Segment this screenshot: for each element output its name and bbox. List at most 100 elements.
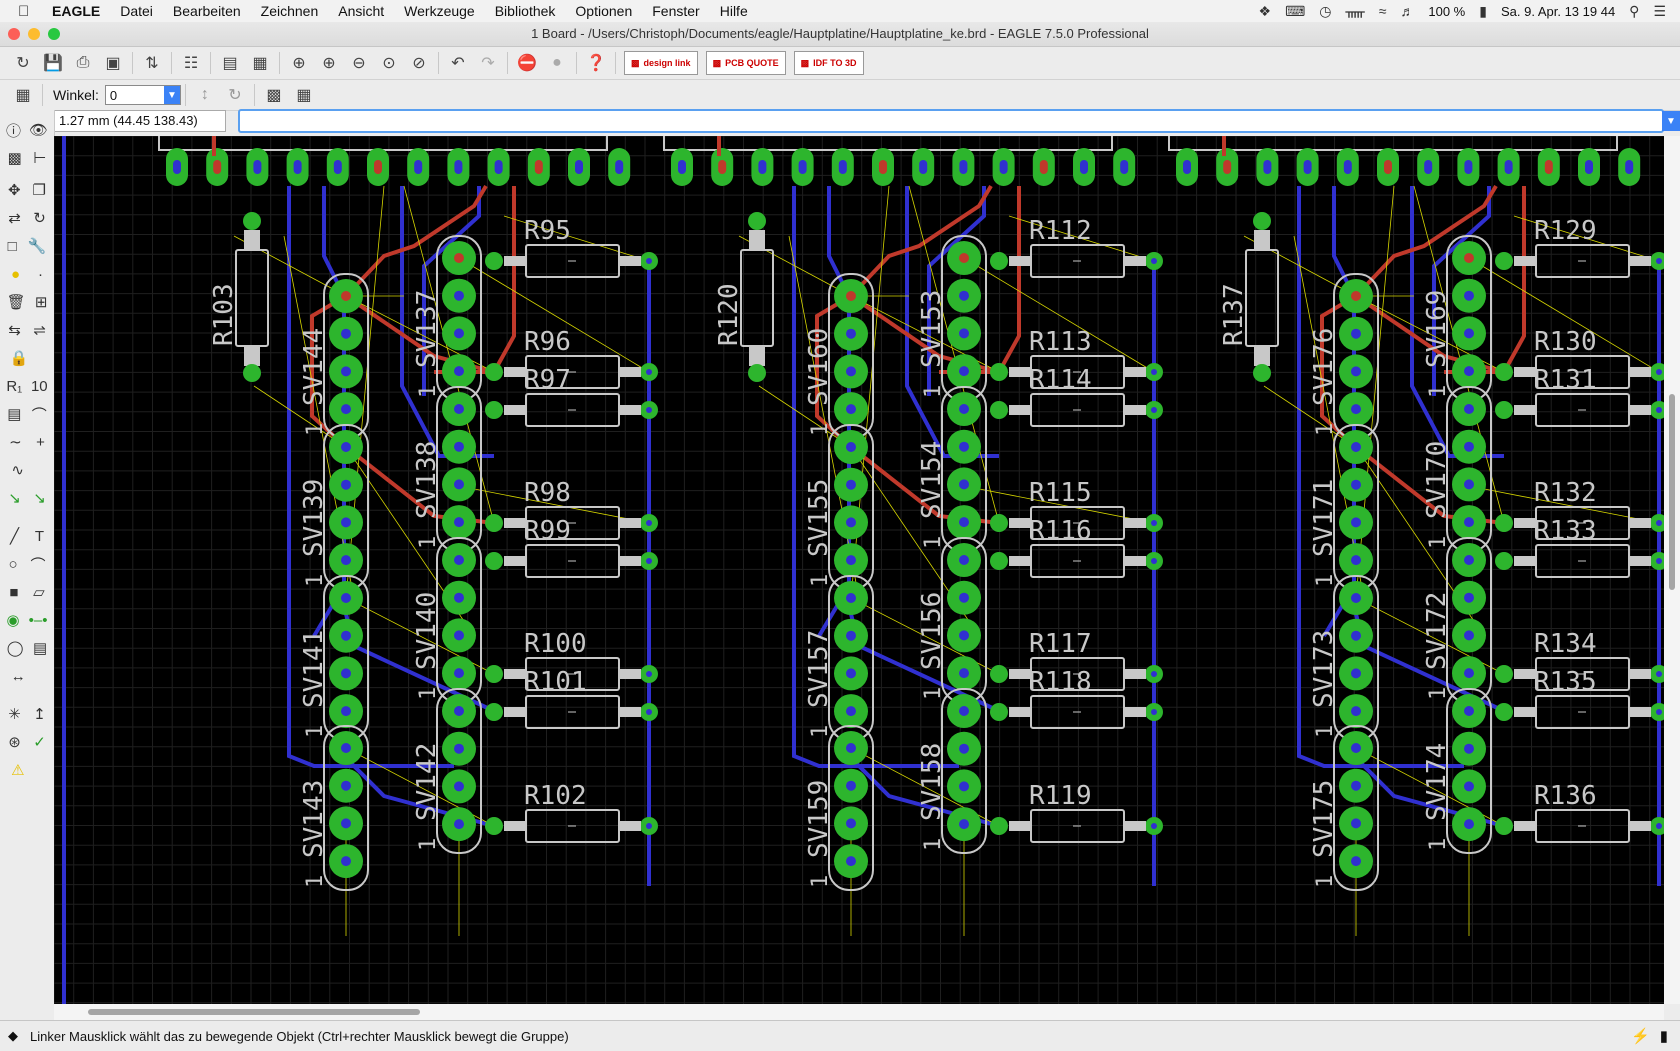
menu-datei[interactable]: Datei (120, 3, 153, 19)
volume-icon[interactable]: ♬ (1400, 3, 1415, 19)
run-script-icon[interactable]: ▤ (222, 55, 238, 72)
display-layers-icon[interactable]: ▩ (266, 87, 282, 104)
change-icon[interactable]: 🔧 (27, 238, 47, 255)
zoom-out-icon[interactable]: ⊖ (352, 55, 366, 72)
errors-warning-icon[interactable]: ⚠ (11, 762, 25, 779)
save-icon[interactable]: 💾 (43, 55, 63, 72)
via-icon[interactable]: ◉ (6, 612, 20, 629)
design-link-button[interactable]: ▩ design link (624, 51, 698, 75)
text-icon[interactable]: T (34, 527, 45, 545)
angle-combobox[interactable]: 0 ▼ (104, 85, 181, 105)
miter-icon[interactable]: ⌒ (31, 406, 47, 424)
command-history-chevron-icon[interactable]: ▼ (1662, 111, 1680, 131)
auto-route-icon[interactable]: ↥ (33, 706, 46, 723)
stop-icon[interactable]: ⛔ (517, 55, 537, 72)
replace-icon[interactable]: ⇌ (33, 322, 46, 339)
display-grid-icon[interactable]: ▦ (296, 87, 312, 104)
line-icon[interactable]: ╱ (9, 528, 19, 545)
menu-zeichnen[interactable]: Zeichnen (260, 3, 319, 19)
mirror-text-icon[interactable]: ↕ (200, 86, 209, 103)
meander-icon[interactable]: ∿ (11, 462, 24, 479)
autorouter-icon[interactable]: ↘ (33, 490, 46, 507)
menu-bibliothek[interactable]: Bibliothek (494, 3, 556, 19)
vertical-scrollbar[interactable] (1664, 136, 1680, 1004)
go-icon[interactable]: ● (552, 54, 562, 71)
signal-icon[interactable]: •–• (28, 611, 48, 629)
lock-icon[interactable]: 🔒 (9, 350, 29, 367)
minimize-window-button[interactable] (28, 28, 40, 40)
board-drawing[interactable]: R103SV1441SV1391SV1411SV1431SV1371SV1381… (54, 136, 1664, 1004)
app-menu[interactable]: EAGLE (52, 3, 101, 19)
zoom-window-button[interactable] (48, 28, 60, 40)
time-machine-icon[interactable]: ◷ (1319, 2, 1332, 19)
display-icon[interactable]: ▩ (7, 150, 22, 167)
add-icon[interactable]: ⊞ (34, 294, 48, 311)
hole-icon[interactable]: ◯ (6, 640, 24, 657)
optimize-icon[interactable]: ∼ (9, 434, 22, 451)
menu-ansicht[interactable]: Ansicht (338, 3, 385, 19)
menu-fenster[interactable]: Fenster (652, 3, 700, 19)
bluetooth-icon[interactable]: ᚅ (1345, 2, 1365, 19)
command-line-input[interactable] (238, 109, 1664, 133)
run-ulp-icon[interactable]: ☷ (183, 55, 199, 72)
redo-icon[interactable]: ↷ (481, 55, 495, 72)
group-icon[interactable]: □ (7, 237, 17, 255)
clock[interactable]: Sa. 9. Apr. 13 19 44 (1500, 3, 1616, 19)
horizontal-scrollbar[interactable] (54, 1004, 1664, 1020)
delete-icon[interactable]: 🗑 (6, 294, 26, 311)
dimension-icon[interactable]: ↔ (10, 667, 26, 685)
split-icon[interactable]: ▤ (7, 406, 22, 423)
cam-processor-icon[interactable]: ▣ (105, 55, 121, 72)
battery-icon[interactable]: ▮ (1479, 2, 1487, 19)
zoom-fit-icon[interactable]: ⊕ (292, 55, 306, 72)
wire-icon[interactable]: ↘ (8, 490, 21, 507)
notification-center-icon[interactable]: ☰ (1653, 2, 1666, 19)
ratsnest-icon[interactable]: ✳ (8, 706, 21, 723)
stop-command-icon[interactable]: ▮ (1659, 1028, 1668, 1045)
undo-icon[interactable]: ↶ (451, 55, 465, 72)
arc-icon[interactable]: ⌒ (30, 556, 46, 574)
cam-job-icon[interactable]: ▦ (252, 55, 268, 72)
rotate-icon[interactable]: ↻ (33, 210, 46, 227)
menu-optionen[interactable]: Optionen (575, 3, 633, 19)
erc-icon[interactable]: ⊛ (8, 734, 21, 751)
mark-icon[interactable]: ⊢ (33, 150, 47, 167)
menu-bearbeiten[interactable]: Bearbeiten (172, 3, 241, 19)
zoom-redraw-icon[interactable]: ⊙ (382, 55, 396, 72)
name-icon[interactable]: R₁ (6, 377, 23, 395)
horizontal-scrollbar-thumb[interactable] (88, 1009, 420, 1015)
attribute-icon[interactable]: ▤ (33, 640, 48, 657)
apple-icon[interactable]:  (18, 3, 38, 20)
grid-icon[interactable]: ▦ (15, 87, 31, 104)
help-icon[interactable]: ❓ (586, 55, 606, 72)
menu-hilfe[interactable]: Hilfe (719, 3, 748, 19)
value-icon[interactable]: 10 (30, 377, 48, 395)
open-file-icon[interactable]: ↻ (16, 55, 30, 72)
smash-icon[interactable]: · (38, 265, 44, 283)
print-icon[interactable]: ⎙ (76, 54, 90, 71)
zoom-in-icon[interactable]: ⊕ (322, 55, 336, 72)
copy-icon[interactable]: ❐ (32, 182, 46, 199)
keyboard-icon[interactable]: ⌨ (1285, 2, 1306, 19)
chevron-down-icon[interactable]: ▼ (163, 86, 180, 104)
board-schematic-switch-icon[interactable]: ⇅ (145, 55, 159, 72)
vertical-scrollbar-thumb[interactable] (1669, 394, 1675, 590)
dropbox-icon[interactable]: ❖ (1258, 2, 1272, 19)
paste-icon[interactable]: ● (10, 265, 21, 283)
pcb-quote-button[interactable]: ▩ PCB QUOTE (705, 51, 786, 75)
circle-icon[interactable]: ○ (8, 555, 18, 573)
mirror-icon[interactable]: ⇄ (8, 210, 21, 227)
polygon-icon[interactable]: ▱ (33, 584, 45, 601)
idf-to-3d-button[interactable]: ▩ IDF TO 3D (793, 51, 864, 75)
battery-percent[interactable]: 100 % (1428, 3, 1466, 19)
wifi-icon[interactable]: ≈ (1378, 3, 1387, 19)
spotlight-search-icon[interactable]: ⚲ (1629, 2, 1640, 19)
close-window-button[interactable] (8, 28, 20, 40)
drc-icon[interactable]: ✓ (33, 734, 46, 751)
pinswap-icon[interactable]: ⇆ (8, 322, 21, 339)
zoom-select-icon[interactable]: ⊘ (412, 55, 426, 72)
rect-icon[interactable]: ■ (9, 583, 19, 601)
spin-text-icon[interactable]: ↻ (228, 87, 242, 104)
show-icon[interactable]: 👁 (28, 122, 49, 139)
